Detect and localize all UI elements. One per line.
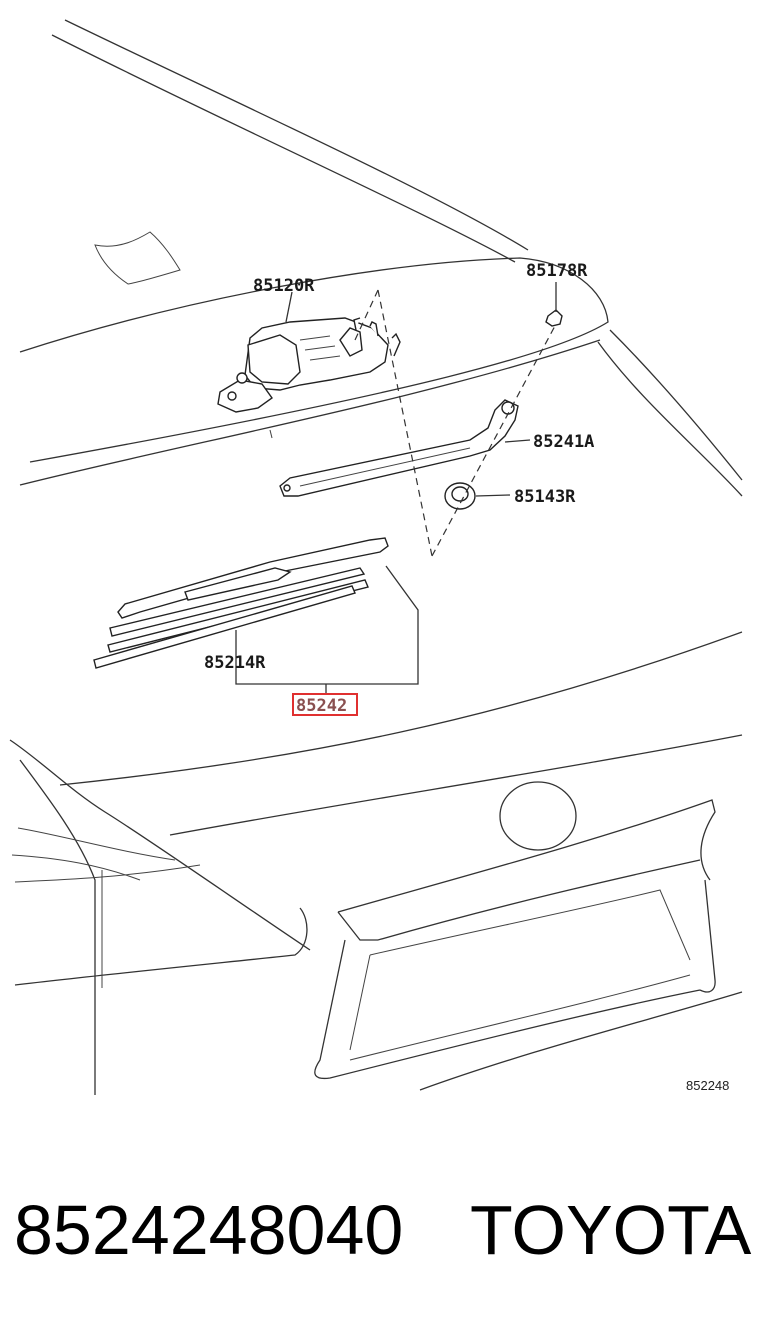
label-85143R[interactable]: 85143R: [514, 487, 576, 507]
brand-name: TOYOTA: [470, 1191, 752, 1269]
dashed-leaders: [354, 289, 557, 557]
label-85178R[interactable]: 85178R: [526, 261, 588, 281]
diagram-code: 852248: [686, 1078, 729, 1093]
parts-diagram: 85120R 85178R 85241A 85143R 85214R 85242…: [9, 19, 743, 1095]
footer: 8524248040 TOYOTA: [0, 1180, 760, 1290]
highlight-box: [292, 693, 358, 716]
roof-outline: [19, 19, 743, 497]
wiper-blade: [93, 537, 389, 669]
wiper-arm: [279, 399, 519, 497]
wiper-cap: [444, 482, 476, 510]
trunk-outline: [9, 631, 743, 1095]
label-85120R[interactable]: 85120R: [253, 276, 315, 296]
leader-lines: [235, 282, 557, 694]
part-number: 8524248040: [14, 1191, 404, 1269]
label-85241A[interactable]: 85241A: [533, 432, 594, 452]
label-85242[interactable]: 85242: [296, 696, 347, 716]
nut: [545, 309, 563, 327]
wiper-motor: [217, 317, 401, 413]
label-85214R[interactable]: 85214R: [204, 653, 266, 673]
